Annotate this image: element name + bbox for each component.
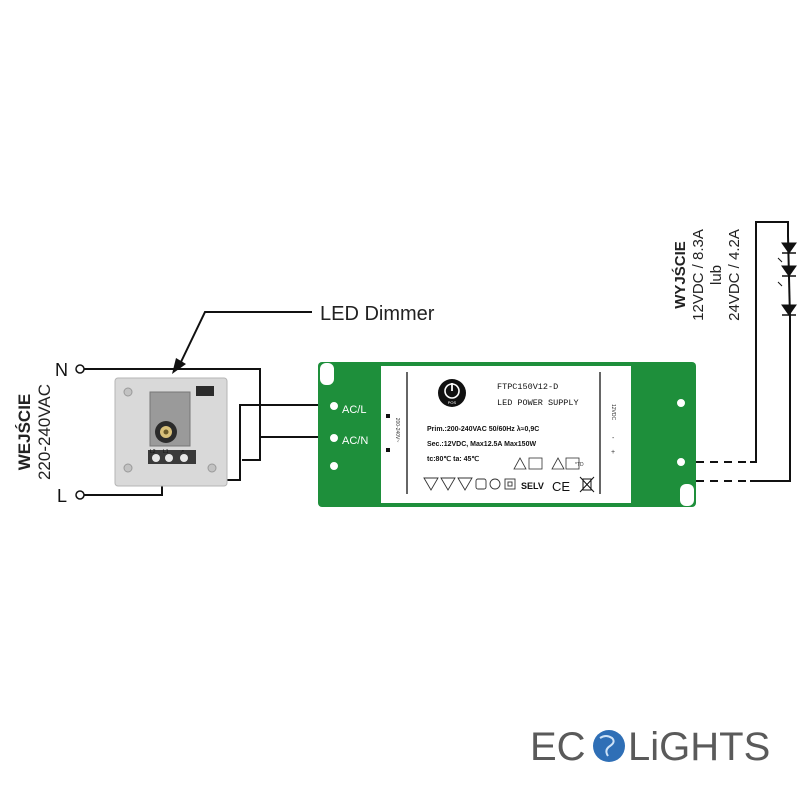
psu-logo-text: POS bbox=[448, 400, 457, 405]
dimmer-terminal-l1: L1 bbox=[163, 449, 169, 455]
led-dimmer: L2 L1 ↗ bbox=[114, 377, 228, 487]
output-wires bbox=[696, 221, 791, 482]
psu-secondary: Sec.:12VDC, Max12.5A Max150W bbox=[427, 441, 536, 448]
live-label: L bbox=[57, 486, 67, 506]
dimmer-screw-br bbox=[207, 463, 217, 473]
dimmer-callout-line bbox=[179, 311, 312, 365]
psu-label-area bbox=[381, 366, 631, 503]
psu-ce: CE bbox=[552, 479, 570, 494]
led-power-supply: AC/L AC/N 200-240V~ 12VDC - + POS FTPC15… bbox=[318, 362, 696, 507]
dimmer-callout-label: LED Dimmer bbox=[320, 303, 435, 325]
brand-part2: LiGHTS bbox=[628, 725, 770, 769]
terminal-acl: AC/L bbox=[342, 404, 366, 416]
psu-tb-mark: *TD bbox=[575, 462, 584, 468]
psu-logo bbox=[438, 379, 466, 407]
psu-model: FTPC150V12-D bbox=[497, 382, 558, 392]
dimmer-terminal-l2: L2 bbox=[150, 449, 156, 455]
terminal-acn: AC/N bbox=[342, 435, 368, 447]
led-1 bbox=[781, 242, 797, 254]
led-2 bbox=[781, 265, 797, 277]
ecolights-logo: EC LiGHTS bbox=[530, 725, 770, 769]
output-line1: 12VDC / 8.3A bbox=[690, 229, 707, 321]
psu-selv: SELV bbox=[521, 481, 544, 491]
psu-slot-br bbox=[680, 484, 694, 506]
input-voltage: 220-240VAC bbox=[35, 384, 54, 480]
dimmer-screw-tl bbox=[123, 387, 133, 397]
output-line2: lub bbox=[708, 265, 725, 285]
psu-side-left: 200-240V~ bbox=[394, 418, 400, 443]
psu-screw-left-bottom bbox=[329, 461, 339, 471]
weee-bin-icon bbox=[579, 476, 595, 493]
psu-screw-acl bbox=[329, 401, 339, 411]
live-terminal bbox=[75, 490, 85, 500]
led-3 bbox=[781, 304, 797, 316]
dimmer-terminal-out: ↗ bbox=[180, 449, 184, 455]
dimmer-indicator bbox=[196, 386, 214, 396]
output-line3: 24VDC / 4.2A bbox=[726, 229, 743, 321]
svg-text:+: + bbox=[611, 449, 615, 456]
output-title: WYJŚCIE bbox=[671, 241, 689, 309]
psu-primary: Prim.:200-240VAC 50/60Hz λ≈0,9C bbox=[427, 425, 539, 433]
brand-part1: EC bbox=[530, 725, 586, 769]
psu-cert-icons bbox=[423, 477, 516, 491]
psu-slot-tl bbox=[320, 363, 334, 385]
psu-screw-acn bbox=[329, 433, 339, 443]
psu-side-right: 12VDC bbox=[610, 404, 616, 421]
psu-screw-right-top bbox=[676, 398, 686, 408]
psu-product-name: LED POWER SUPPLY bbox=[497, 398, 579, 408]
input-title: WEJŚCIE bbox=[15, 394, 34, 471]
psu-screw-out-plus bbox=[676, 457, 686, 467]
psu-warning-icons bbox=[513, 457, 580, 470]
dimmer-callout-arrow bbox=[172, 358, 186, 374]
led-strip bbox=[781, 242, 797, 316]
svg-text:-: - bbox=[612, 435, 615, 442]
dimmer-screw-bl bbox=[123, 463, 133, 473]
psu-temps: tc:80℃ ta: 45℃ bbox=[427, 455, 479, 463]
neutral-label: N bbox=[55, 360, 68, 380]
neutral-terminal bbox=[75, 364, 85, 374]
